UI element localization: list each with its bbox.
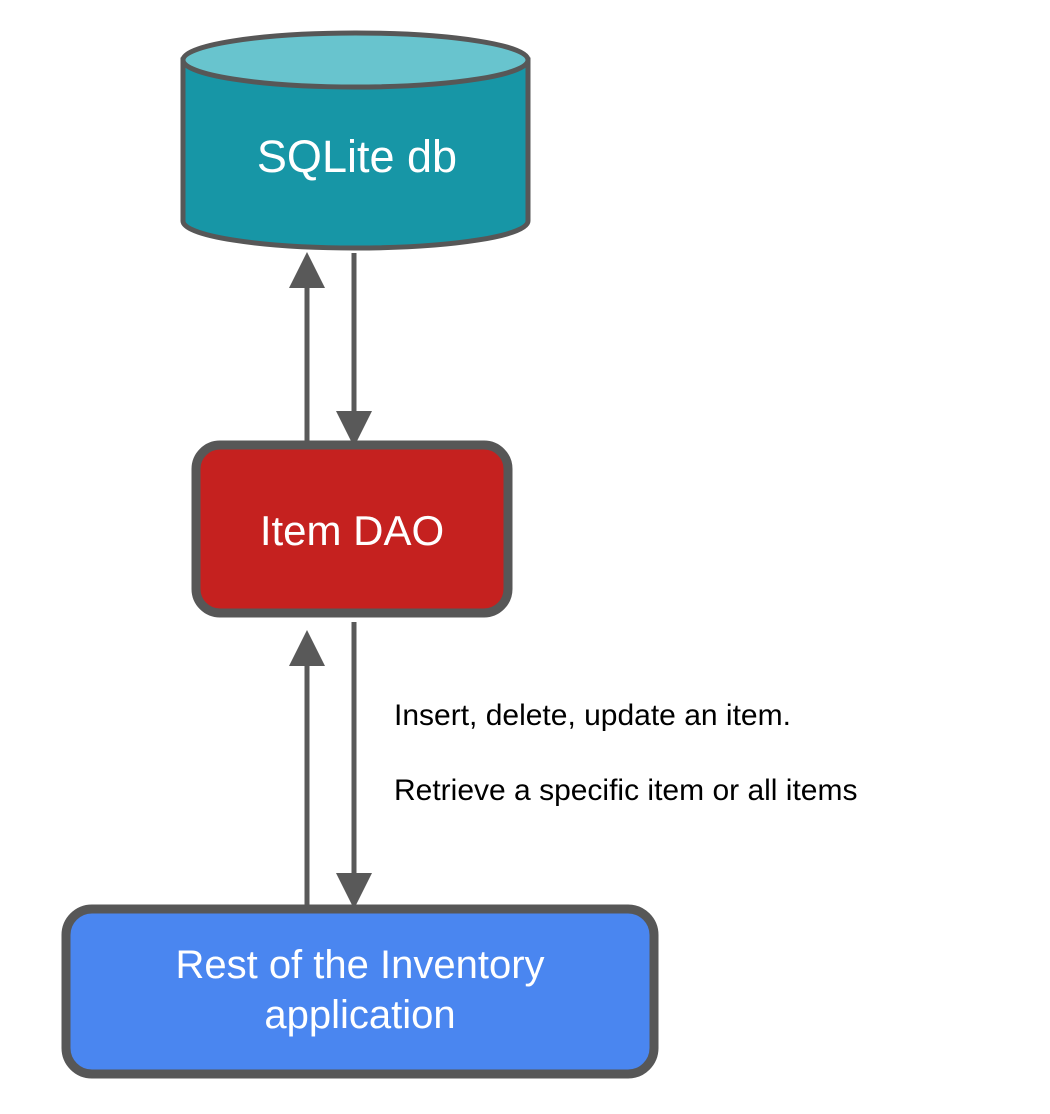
node-inventory-app[interactable]: Rest of the Inventory application	[61, 904, 659, 1079]
node-label-inventory-app-line-2: application	[264, 993, 455, 1037]
cylinder-body	[180, 57, 531, 251]
inventory-app-box	[61, 904, 659, 1079]
node-sqlite-db[interactable]: SQLite db	[180, 30, 531, 251]
annotation-dao-operations-line-1: Insert, delete, update an item.	[394, 699, 791, 732]
node-label-item-dao: Item DAO	[260, 507, 444, 554]
cylinder-top	[180, 30, 531, 90]
node-label-sqlite-db: SQLite db	[257, 131, 457, 182]
annotation-dao-operations-line-2: Retrieve a specific item or all items	[394, 774, 857, 807]
node-label-inventory-app-line-1: Rest of the Inventory	[175, 943, 544, 987]
item-dao-box	[191, 440, 513, 618]
node-item-dao[interactable]: Item DAO	[191, 440, 513, 618]
